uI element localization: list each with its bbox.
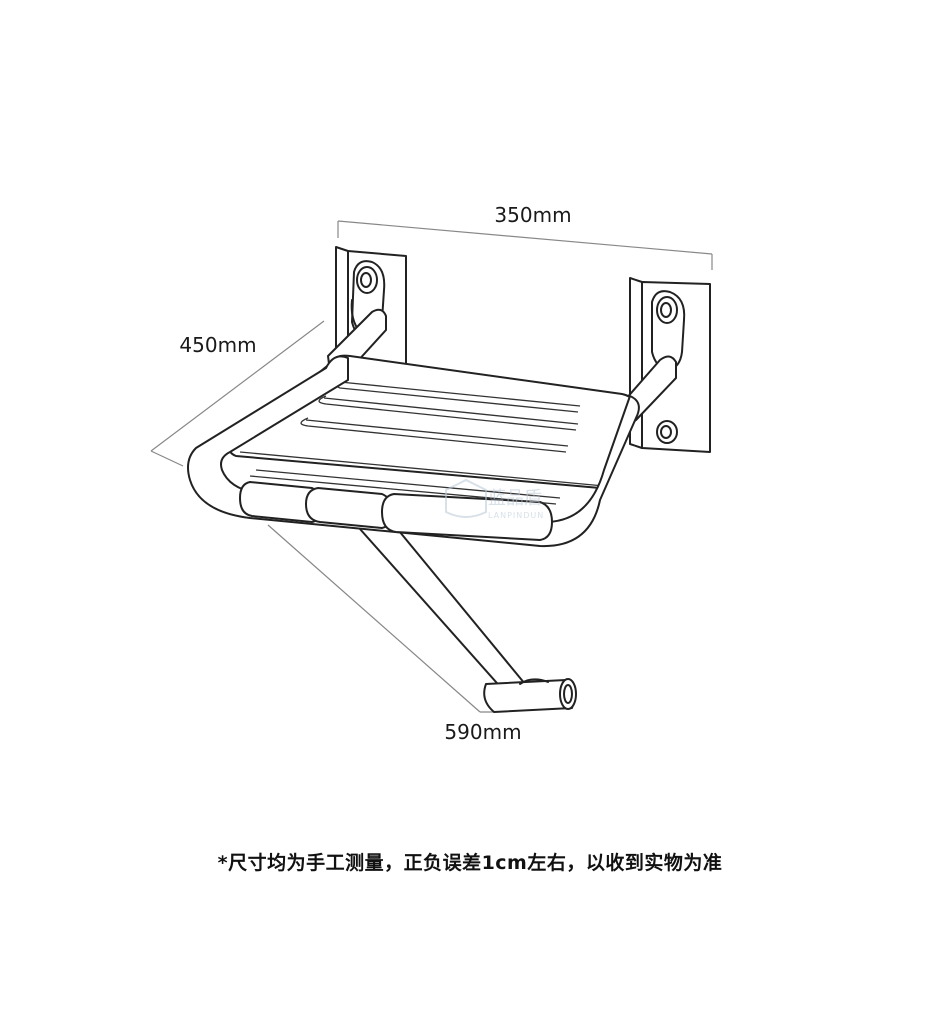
right-wall-bracket <box>617 277 711 453</box>
support-leg <box>351 519 577 713</box>
watermark-brand-text: 蓝品盾 <box>488 488 542 509</box>
watermark-brand-pinyin: LANPINDUN <box>488 511 544 520</box>
dimension-line-depth <box>150 320 325 467</box>
front-tube <box>187 355 640 548</box>
depth-label: 450mm <box>179 333 256 357</box>
seat-plate <box>228 354 638 489</box>
brand-watermark: 蓝品盾 LANPINDUN <box>445 478 544 520</box>
dimension-line-width <box>337 220 713 270</box>
width-label: 350mm <box>494 203 571 227</box>
measurement-disclaimer: *尺寸均为手工测量，正负误差1cm左右，以收到实物为准 <box>217 852 723 874</box>
height-label: 590mm <box>444 720 521 744</box>
